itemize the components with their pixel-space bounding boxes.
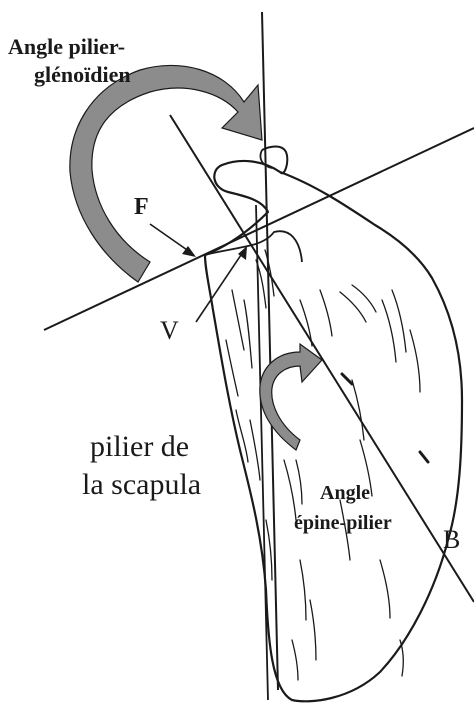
point-v-label: V bbox=[160, 318, 179, 344]
pointer-V bbox=[196, 246, 247, 322]
angle-epine-pilier-label-line1: Angle bbox=[320, 483, 370, 503]
scapula-outline bbox=[205, 161, 462, 701]
pilier-label-line1: pilier de bbox=[90, 432, 189, 462]
angle-pilier-glenoidien-label-line1: Angle pilier- bbox=[8, 36, 125, 58]
point-b-label: B bbox=[443, 527, 460, 553]
angle-epine-pilier-arrow bbox=[260, 344, 322, 450]
pointer-F bbox=[150, 224, 196, 257]
spine-marks bbox=[342, 374, 428, 462]
angle-pilier-glenoidien-label-line2: glénoïdien bbox=[34, 64, 131, 86]
bone-texture bbox=[226, 250, 420, 680]
angle-epine-pilier-label-line2: épine-pilier bbox=[294, 513, 392, 533]
point-f-label: F bbox=[134, 195, 149, 219]
pilier-label-line2: la scapula bbox=[82, 470, 201, 500]
